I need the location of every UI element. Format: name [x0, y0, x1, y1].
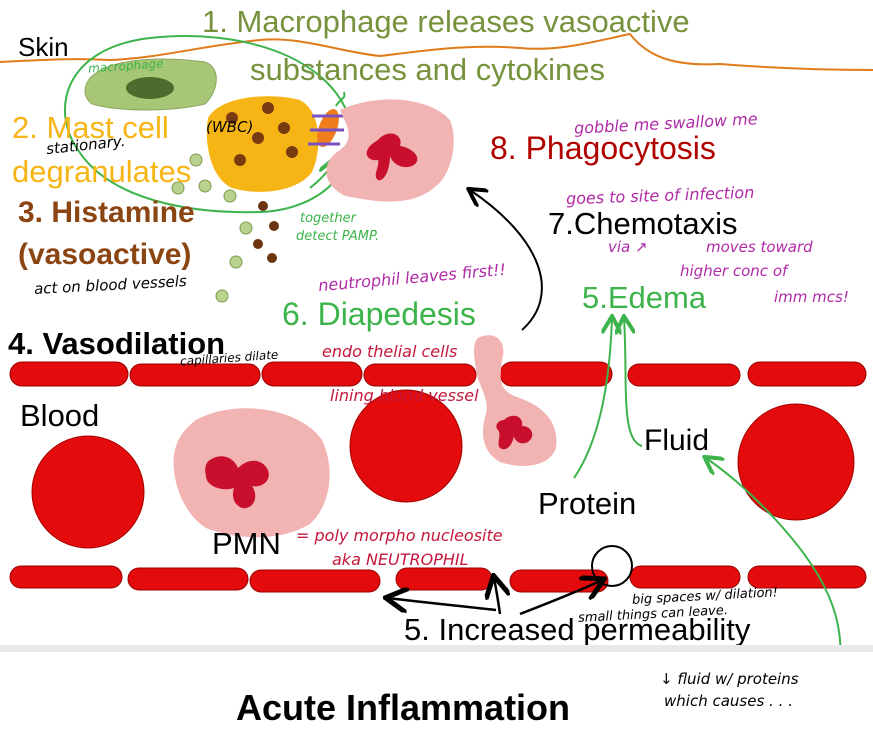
neutrophil-pmn [173, 408, 330, 538]
pmn-label: PMN [212, 526, 281, 561]
skin-line [0, 32, 873, 71]
fluid-arrow [706, 458, 842, 645]
moves-toward-annotation-3: imm mcs! [774, 288, 849, 306]
step3-label-line2: (vasoactive) [18, 238, 192, 271]
permeability-arrow [519, 580, 602, 616]
step2-label-line1: 2. Mast cell [12, 110, 169, 145]
step4-label: 4. Vasodilation [8, 326, 226, 361]
pmn-definition-annotation-2: aka NEUTROPHIL [332, 550, 469, 569]
fluid-label: Fluid [644, 424, 710, 457]
fluid-proteins-annotation-2: which causes . . . [664, 692, 793, 710]
wbc-annotation: (WBC) [206, 118, 254, 136]
together-annotation: together [300, 211, 356, 226]
red-blood-cell [737, 403, 855, 521]
skin-label: Skin [18, 32, 69, 62]
step5-edema-label: 5.Edema [582, 280, 707, 315]
step5-permeability-label: 5. Increased permeability [404, 612, 751, 645]
page-title: Acute Inflammation [236, 687, 571, 728]
step2-label-line2: degranulates [12, 154, 192, 189]
endothelial-annotation-2: lining blood vessel [330, 386, 479, 405]
red-blood-cell [31, 435, 145, 549]
diagram-slide: Skin 1. Macrophage releases vasoactive s… [0, 0, 873, 645]
permeability-arrow [388, 598, 497, 610]
histamine-granules [171, 153, 279, 303]
protein-label: Protein [538, 486, 637, 521]
moves-toward-annotation-1: moves toward [706, 238, 813, 256]
diagram-drawing [0, 32, 873, 645]
edema-arrow [624, 318, 643, 447]
permeability-arrow [494, 578, 500, 615]
pmn-definition-annotation-1: = poly morpho nucleosite [296, 526, 503, 545]
vessel-wall-top [9, 361, 867, 387]
neutrophil-diapedesis [474, 335, 557, 466]
edema-arrow [573, 318, 612, 479]
step8-label: 8. Phagocytosis [490, 130, 716, 166]
phagocyte-cell [326, 99, 454, 202]
step1-label-line1: 1. Macrophage releases vasoactive [202, 4, 690, 39]
moves-toward-annotation-2: higher conc of [680, 262, 788, 280]
bacterium [308, 91, 346, 148]
mast-cell [206, 96, 319, 192]
red-blood-cell [349, 389, 463, 503]
step6-label: 6. Diapedesis [282, 296, 476, 332]
blood-label: Blood [20, 398, 100, 433]
endothelial-annotation-1: endo thelial cells [322, 342, 458, 361]
step3-label-line1: 3. Histamine [18, 196, 195, 229]
vessel-wall-bottom [9, 545, 867, 593]
via-annotation: via ↗ [608, 238, 648, 256]
step1-label-line2: substances and cytokines [250, 52, 605, 87]
macrophage-cell [84, 58, 217, 111]
fluid-proteins-annotation-1: ↓ fluid w/ proteins [660, 670, 799, 688]
detect-pamp-annotation: detect PAMP. [296, 229, 380, 244]
footer-bar [0, 652, 873, 730]
step7-label: 7.Chemotaxis [548, 206, 738, 241]
